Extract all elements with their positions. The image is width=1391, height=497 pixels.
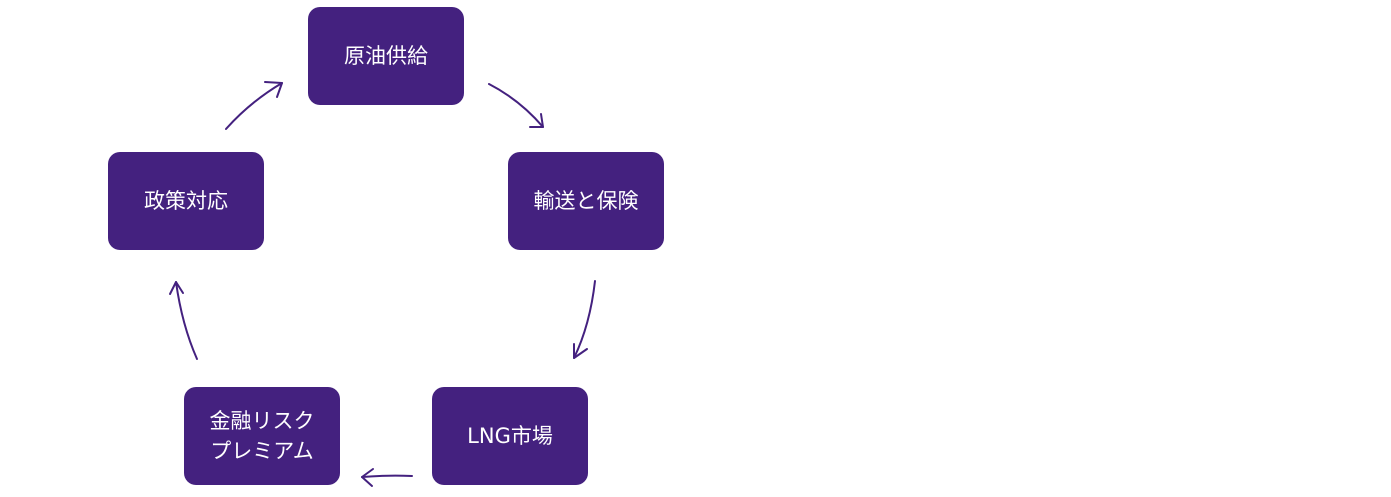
node-label: 輸送と保険 [533,189,639,213]
node-label: 金融リスクプレミアム [209,409,315,463]
arrow-policy-to-oil [225,81,283,130]
arrow-shipping-to-lng [573,280,596,359]
node-shipping-insurance: 輸送と保険 [508,152,664,250]
arrow-oil-to-shipping [488,83,544,128]
node-label: 政策対応 [144,189,228,213]
arrow-financial-to-policy [169,281,198,360]
node-policy-response: 政策対応 [108,152,264,250]
arrow-lng-to-financial [361,468,413,487]
node-financial-risk-premium: 金融リスクプレミアム [184,387,340,485]
node-label: LNG市場 [467,424,553,448]
node-crude-oil-supply: 原油供給 [308,7,464,105]
node-lng-market: LNG市場 [432,387,588,485]
node-label: 原油供給 [344,44,428,68]
